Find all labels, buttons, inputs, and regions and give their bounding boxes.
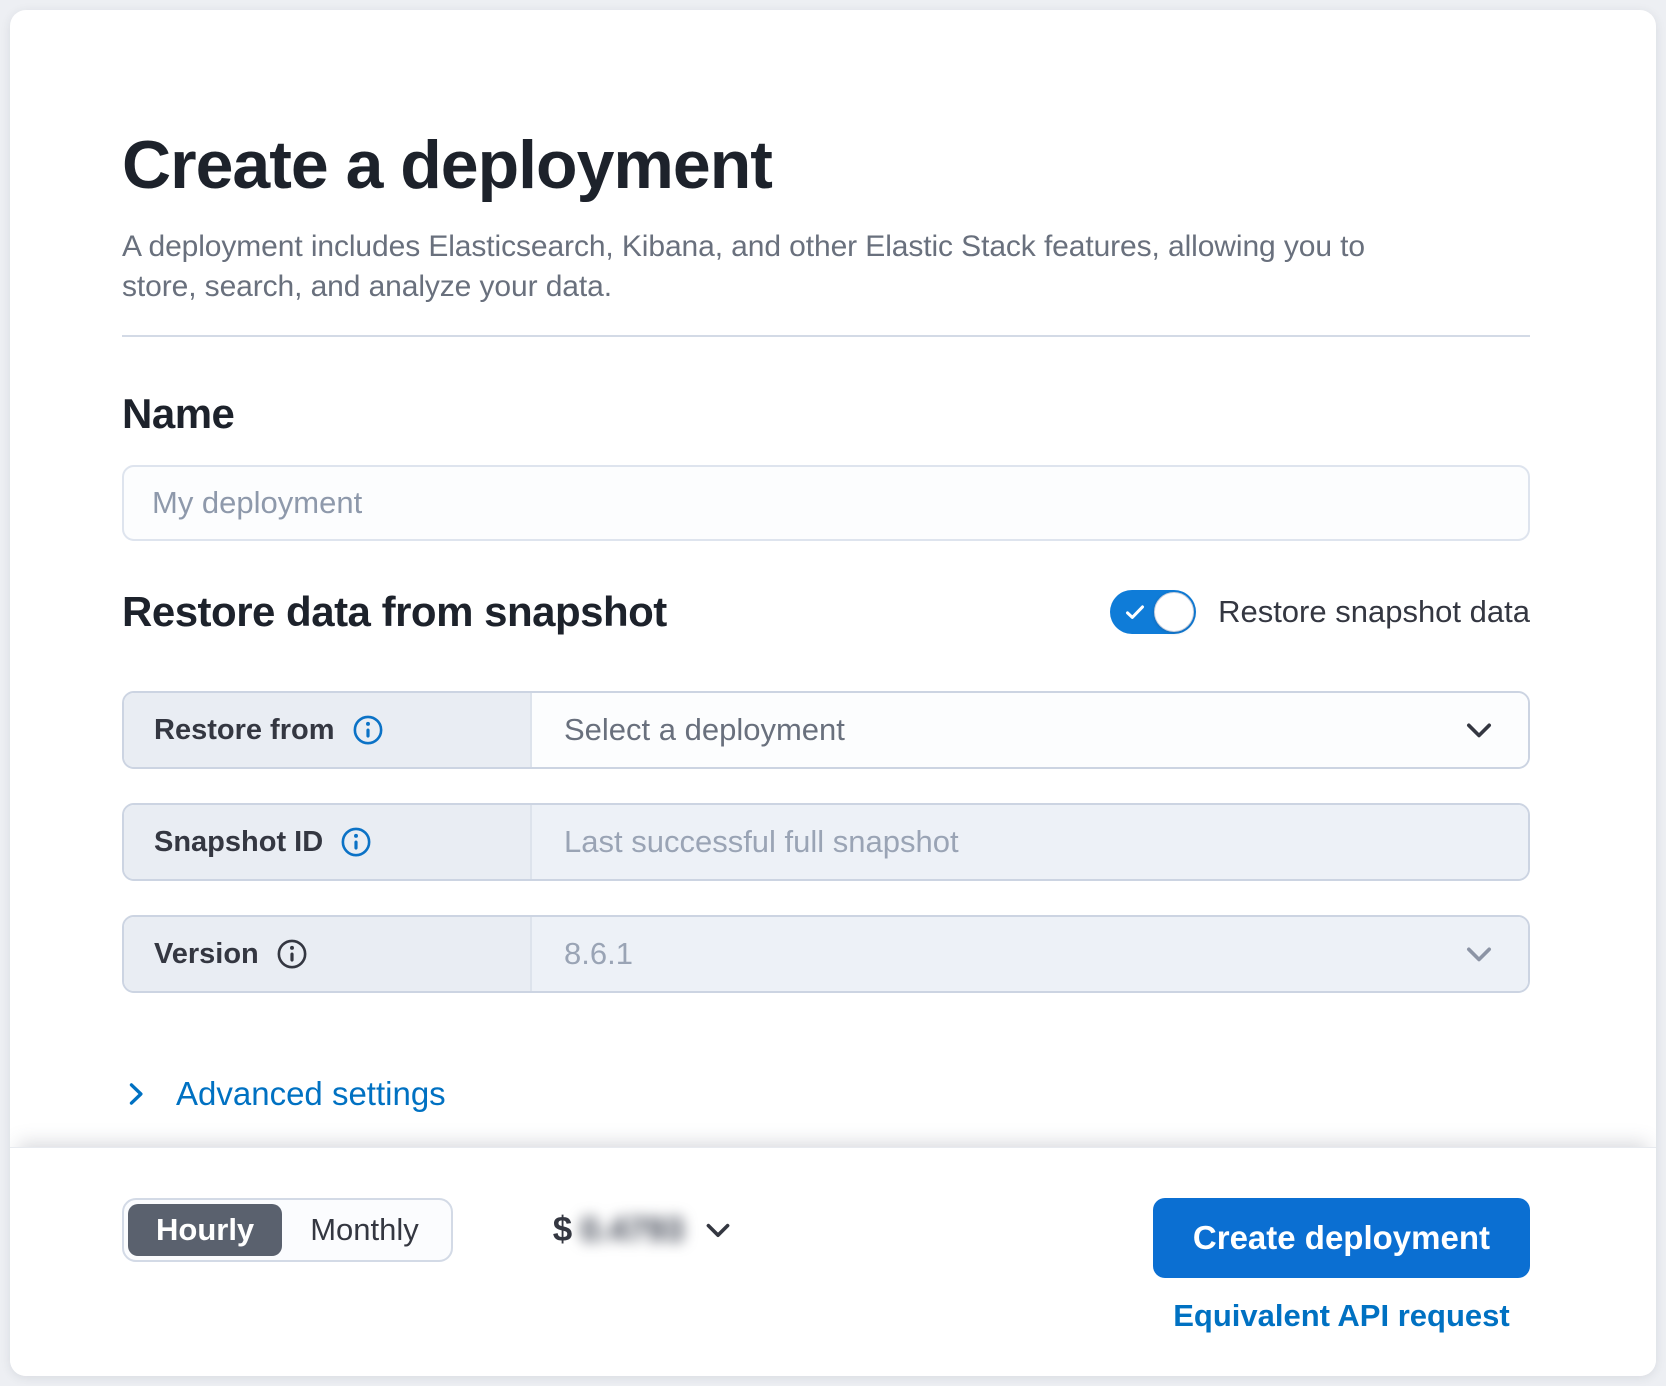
price-display[interactable]: $ 0.4793: [553, 1198, 734, 1262]
version-value: 8.6.1: [564, 936, 633, 972]
toggle-knob: [1154, 592, 1195, 633]
restore-from-row: Restore from Select a deployment: [122, 691, 1530, 770]
main-content: Create a deployment A deployment include…: [10, 10, 1656, 1147]
advanced-settings-label: Advanced settings: [176, 1075, 446, 1113]
create-deployment-button[interactable]: Create deployment: [1152, 1198, 1530, 1278]
page-title: Create a deployment: [122, 127, 773, 203]
snapshot-id-input: Last successful full snapshot: [532, 805, 1528, 880]
snapshot-id-row: Snapshot ID Last successful full snapsho…: [122, 803, 1530, 882]
version-label-text: Version: [154, 937, 259, 970]
name-heading: Name: [122, 389, 235, 437]
toggle-label[interactable]: Restore snapshot data: [1218, 594, 1530, 630]
restore-from-label: Restore from: [124, 693, 532, 768]
info-icon[interactable]: [353, 715, 383, 745]
chevron-down-icon: [702, 1214, 734, 1246]
snapshot-section-header: Restore data from snapshot Restore snaps…: [122, 587, 1530, 635]
footer-actions: Create deployment Equivalent API request: [1152, 1198, 1530, 1334]
billing-monthly-button[interactable]: Monthly: [282, 1204, 447, 1256]
snapshot-id-label-text: Snapshot ID: [154, 825, 324, 858]
bottom-bar: Hourly Monthly $ 0.4793 Create deploymen…: [10, 1147, 1656, 1376]
snapshot-id-value: Last successful full snapshot: [564, 824, 959, 860]
advanced-settings-link[interactable]: Advanced settings: [122, 1075, 446, 1113]
page-subtitle: A deployment includes Elasticsearch, Kib…: [122, 229, 1365, 303]
divider: [122, 334, 1530, 337]
billing-interval-group: Hourly Monthly: [122, 1198, 453, 1262]
restore-from-select[interactable]: Select a deployment: [532, 693, 1528, 768]
price-value-redacted: 0.4793: [580, 1210, 685, 1249]
deployment-name-input[interactable]: [122, 464, 1530, 541]
version-label: Version: [124, 917, 532, 992]
version-row: Version 8.6.1: [122, 915, 1530, 994]
create-deployment-card: Create a deployment A deployment include…: [10, 10, 1656, 1376]
chevron-down-icon: [1462, 713, 1496, 747]
chevron-right-icon: [122, 1080, 150, 1108]
info-icon[interactable]: [277, 939, 307, 969]
restore-snapshot-heading: Restore data from snapshot: [122, 587, 667, 635]
billing-hourly-button[interactable]: Hourly: [128, 1204, 283, 1256]
info-icon[interactable]: [341, 827, 371, 857]
version-select: 8.6.1: [532, 917, 1528, 992]
price-currency: $: [552, 1210, 573, 1249]
restore-from-value: Select a deployment: [564, 712, 845, 748]
chevron-down-icon: [1462, 937, 1496, 971]
snapshot-id-label: Snapshot ID: [124, 805, 532, 880]
check-icon: [1123, 600, 1147, 624]
restore-snapshot-toggle[interactable]: [1110, 590, 1197, 635]
restore-snapshot-toggle-group: Restore snapshot data: [1110, 590, 1530, 635]
restore-from-label-text: Restore from: [154, 713, 335, 746]
equivalent-api-request-link[interactable]: Equivalent API request: [1173, 1298, 1510, 1333]
